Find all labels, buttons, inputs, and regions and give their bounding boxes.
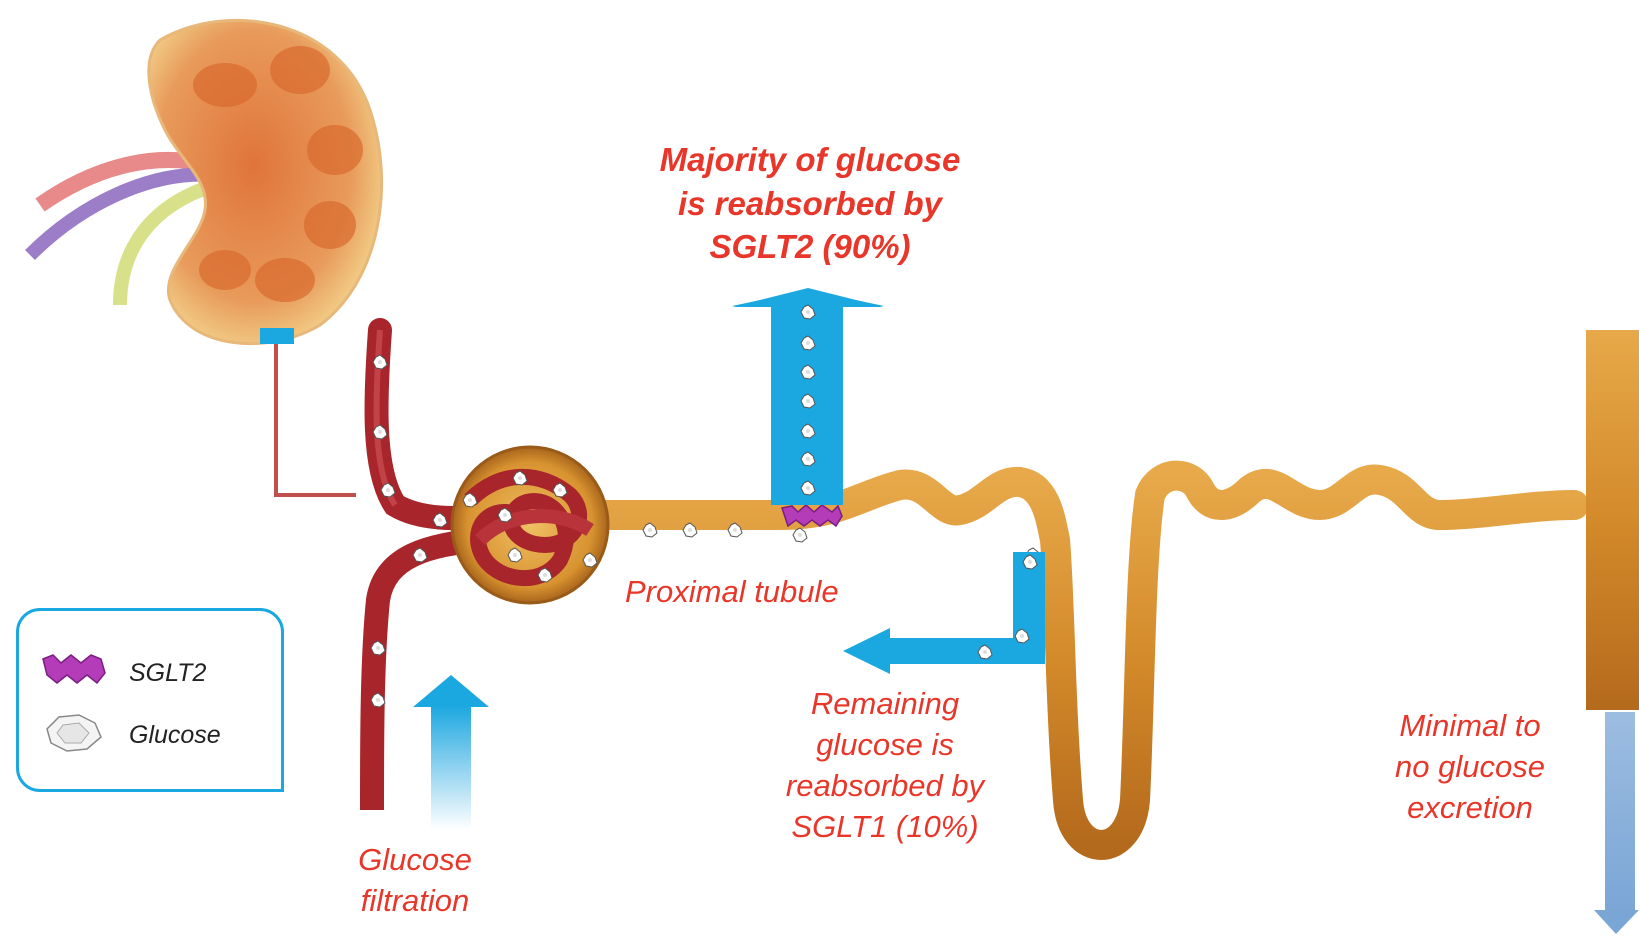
label-line: no glucose <box>1365 747 1575 788</box>
zoom-connector <box>276 344 356 495</box>
legend-label-glucose: Glucose <box>129 721 221 750</box>
legend: SGLT2 Glucose <box>16 608 284 792</box>
sglt1-reabsorption-label: Remaining glucose is reabsorbed by SGLT1… <box>740 684 1030 848</box>
sglt2-icon <box>39 649 109 689</box>
label-line: Majority of glucose <box>600 138 1020 182</box>
sglt1-reabsorption-arrow <box>843 552 1045 674</box>
glucose-excretion-label: Minimal to no glucose excretion <box>1365 706 1575 829</box>
sglt2-reabsorption-arrow <box>732 288 884 505</box>
label-line: SGLT1 (10%) <box>740 807 1030 848</box>
legend-label-sglt2: SGLT2 <box>129 659 206 688</box>
filtration-arrow <box>413 675 489 830</box>
sglt2-reabsorption-label: Majority of glucose is reabsorbed by SGL… <box>600 138 1020 269</box>
label-line: excretion <box>1365 788 1575 829</box>
kidney-illustration <box>30 20 382 343</box>
label-line: filtration <box>330 881 500 922</box>
glucose-icon <box>39 711 109 755</box>
legend-item-glucose: Glucose <box>19 711 279 761</box>
legend-item-sglt2: SGLT2 <box>19 649 279 699</box>
zoom-marker <box>260 328 294 344</box>
label-line: Minimal to <box>1365 706 1575 747</box>
glucose-filtration-label: Glucose filtration <box>330 840 500 922</box>
label-line: reabsorbed by <box>740 766 1030 807</box>
label-line: glucose is <box>740 725 1030 766</box>
label-line: is reabsorbed by <box>600 182 1020 226</box>
glomerulus <box>452 447 608 603</box>
proximal-tubule-label: Proximal tubule <box>625 572 895 613</box>
excretion-arrow <box>1594 712 1639 934</box>
label-line: Glucose <box>330 840 500 881</box>
label-line: Remaining <box>740 684 1030 725</box>
label-line: SGLT2 (90%) <box>600 225 1020 269</box>
